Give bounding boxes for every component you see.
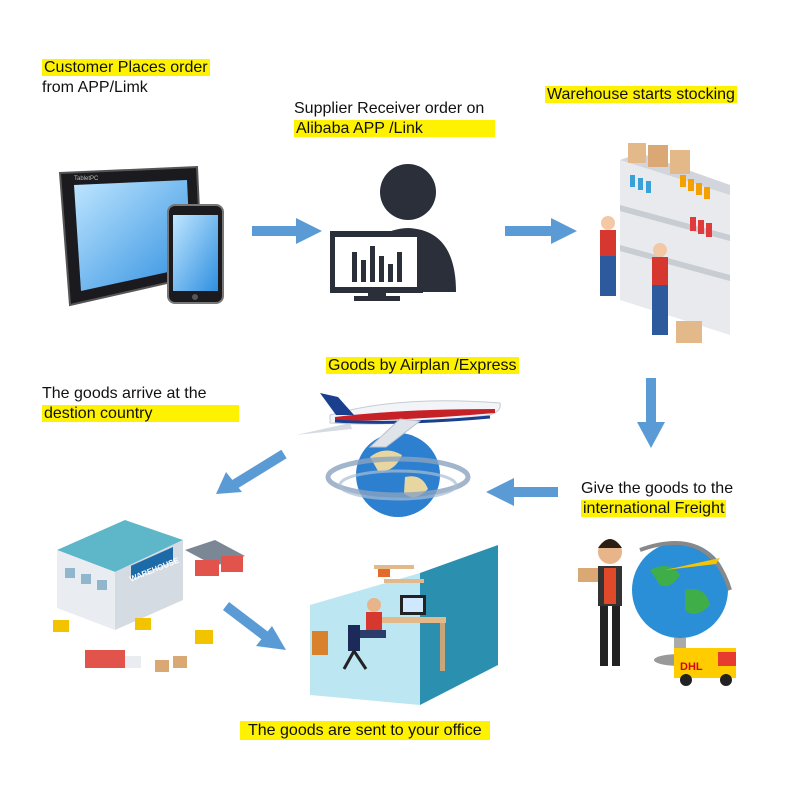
step-arrive-line1: The goods arrive at the [42,385,207,402]
step-arrive-label: The goods arrive at the destion country [42,384,239,424]
step-supplier-line1: Supplier Receiver order on [294,100,485,117]
tablet-brand-text: TabletPC [74,176,99,182]
dhl-logo-text: DHL [680,661,703,673]
arrow-down-right [222,602,286,650]
step-airplane-text: Goods by Airplan /Express [326,357,519,374]
step-customer-line2: from APP/Limk [42,79,148,96]
step-freight-label: Give the goods to the international Frei… [581,479,733,519]
step-office-label: The goods are sent to your office [240,721,490,741]
warehouse-building-icon: WAREHOUSE [53,520,245,672]
warehouse-stocking-icon [600,143,730,343]
step-customer-label: Customer Places order from APP/Limk [42,58,210,98]
step-supplier-label: Supplier Receiver order on Alibaba APP /… [294,99,495,139]
arrow-down [637,378,665,448]
arrow-right-2 [505,218,577,244]
step-customer-line1: Customer Places order [42,59,210,76]
arrow-left [486,478,558,506]
airplane-globe-icon [296,393,501,517]
arrow-right-1 [252,218,322,244]
freight-globe-courier-icon: DHL [578,539,736,686]
tablet-phone-icon: TabletPC [58,165,224,307]
step-supplier-line2: Alibaba APP /Link [294,120,495,137]
step-warehouse-text: Warehouse starts stocking [545,86,737,103]
step-arrive-line2: destion country [42,405,239,422]
step-freight-line1: Give the goods to the [581,480,734,497]
arrow-down-left [216,449,287,494]
step-freight-line2: international Freight [581,500,727,517]
step-warehouse-label: Warehouse starts stocking [545,85,737,105]
step-airplane-label: Goods by Airplan /Express [326,356,519,376]
office-workspace-icon [310,545,498,705]
supplier-computer-icon [330,164,456,301]
step-office-text: The goods are sent to your office [240,721,490,740]
